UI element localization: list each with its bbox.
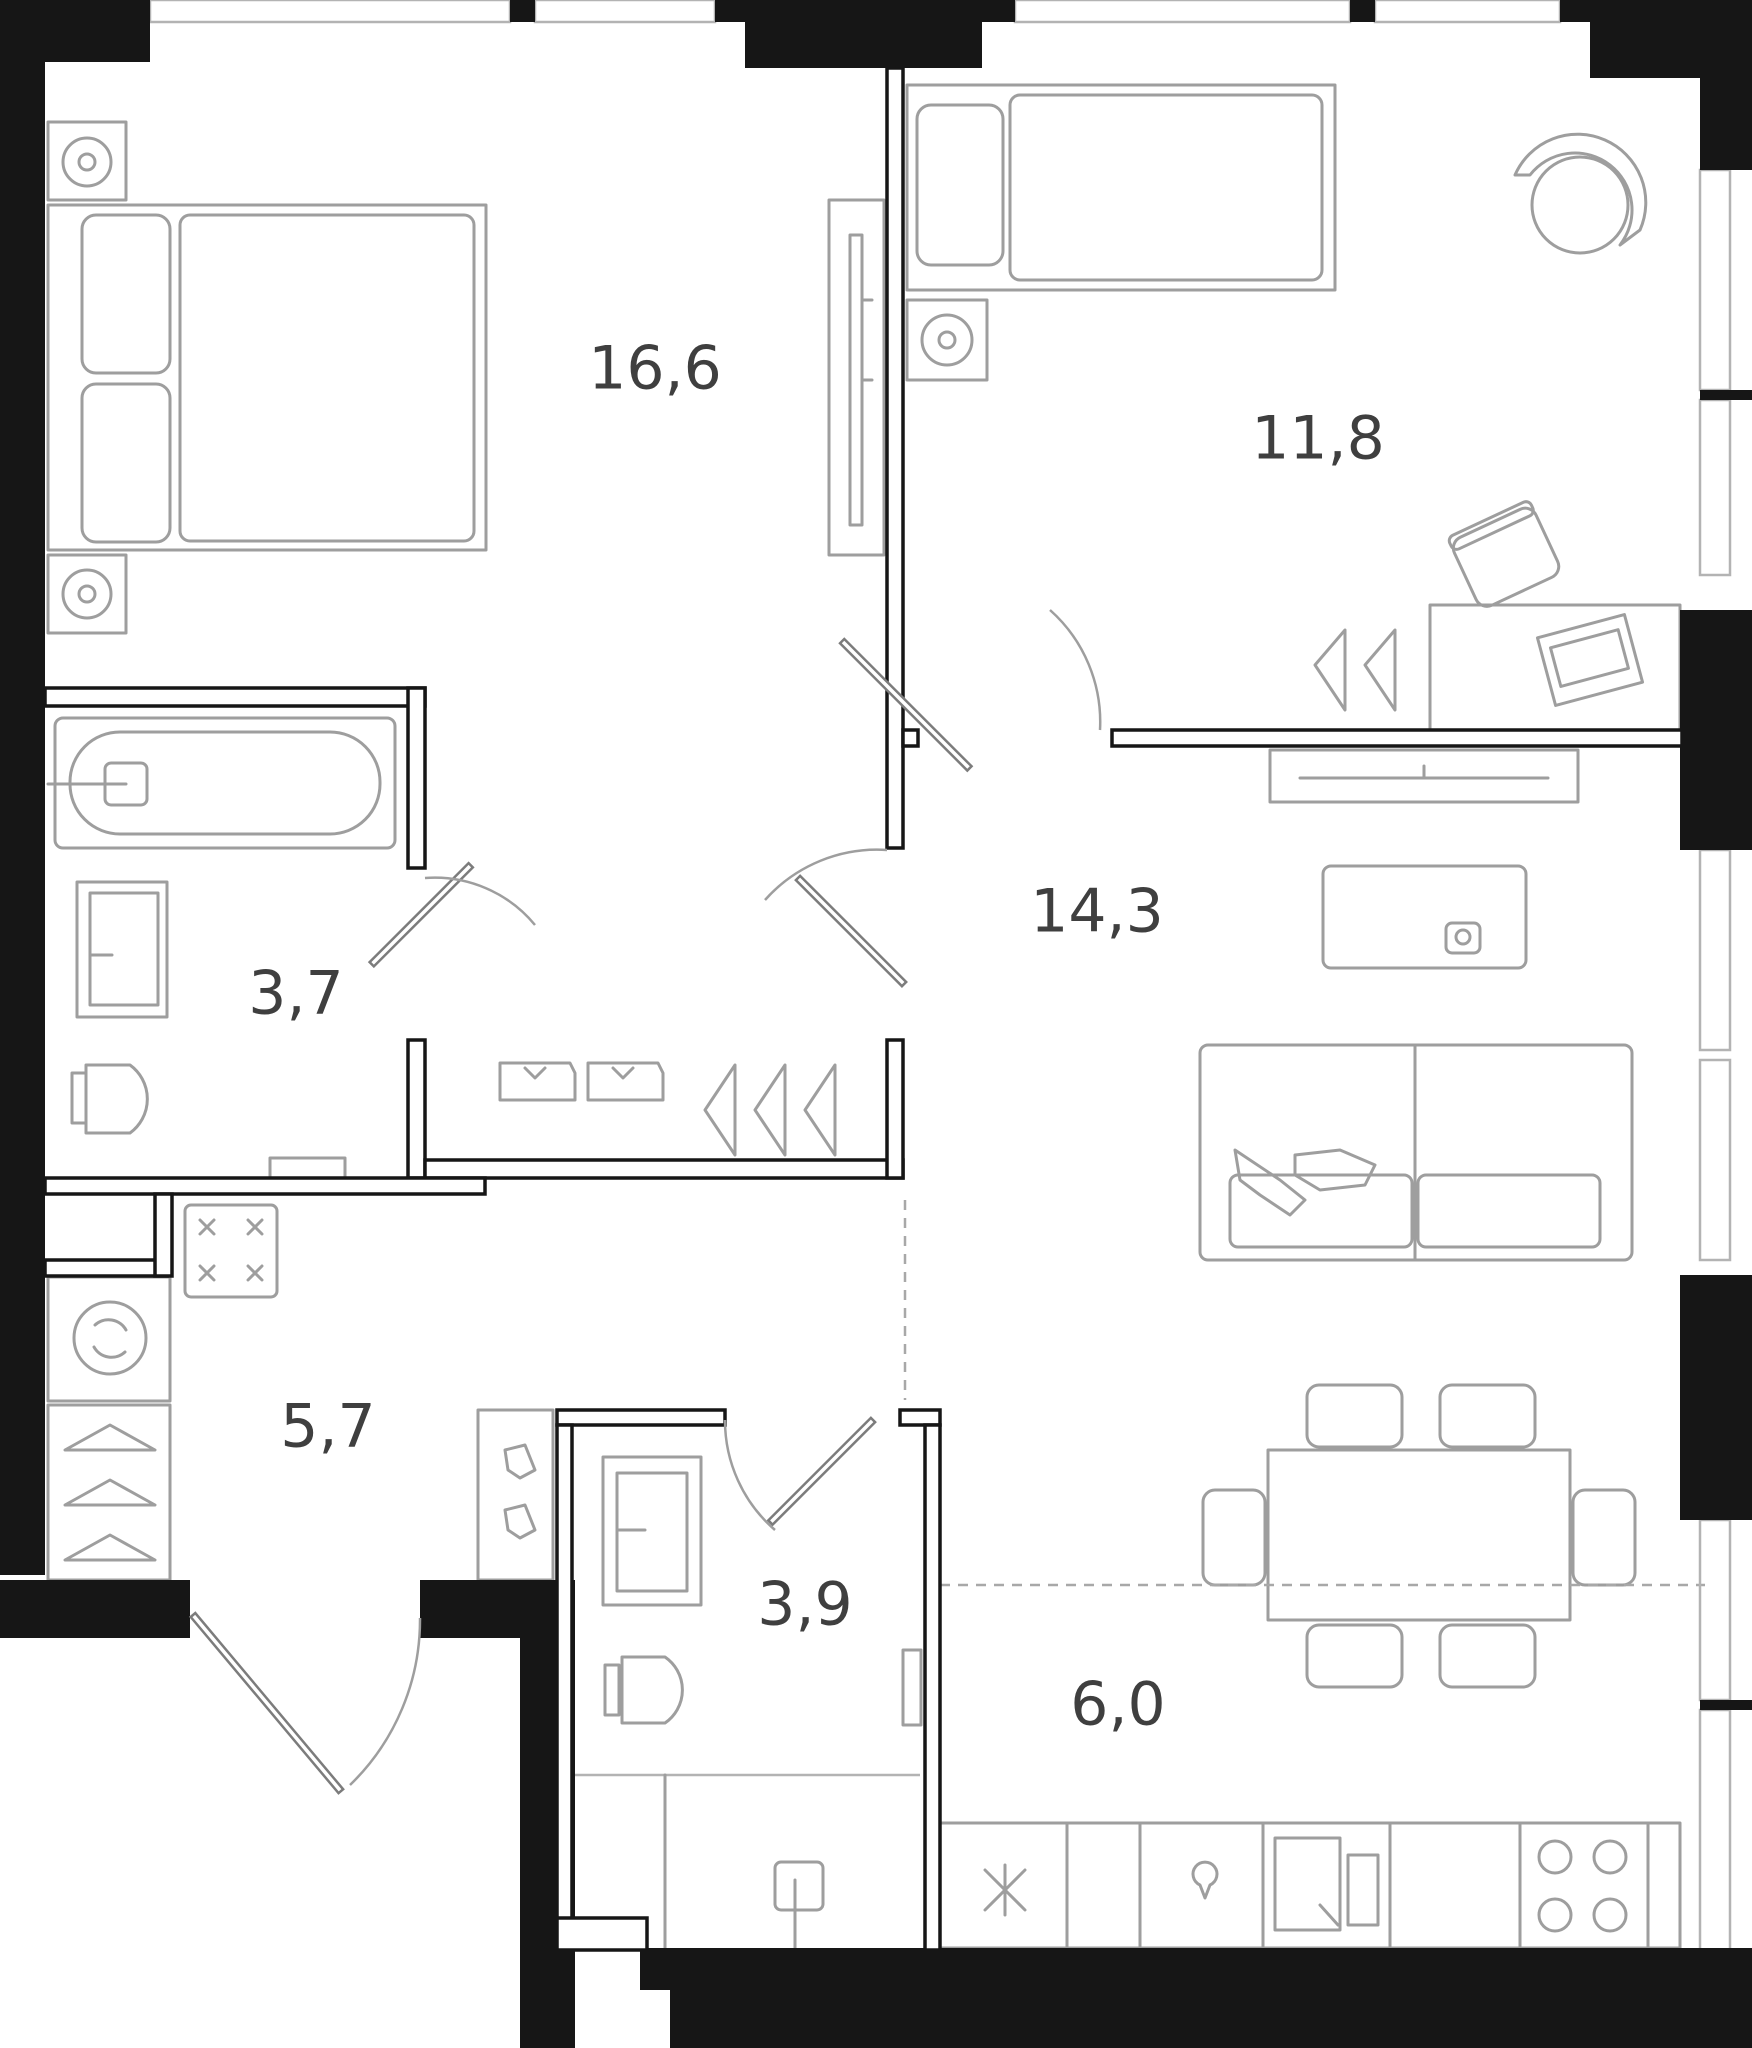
hangers-icon bbox=[1313, 628, 1397, 712]
washbasin-icon bbox=[75, 880, 169, 1019]
sofa-icon bbox=[1198, 1043, 1634, 1262]
toilet-icon bbox=[603, 1655, 684, 1725]
washbasin-icon bbox=[601, 1455, 703, 1607]
door-bedroom-main[interactable] bbox=[764, 848, 908, 988]
shoe-rack-icon bbox=[476, 1408, 555, 1582]
sink-icon bbox=[1273, 1836, 1380, 1932]
double-bed-icon bbox=[46, 203, 488, 552]
desk-icon bbox=[1428, 603, 1682, 732]
toilet-icon bbox=[70, 1063, 149, 1135]
room-area-bedroom-second: 11,8 bbox=[1251, 404, 1385, 474]
room-area-bathroom: 3,7 bbox=[248, 959, 343, 1029]
door-bedroom-second[interactable] bbox=[838, 609, 1102, 773]
room-area-wc-laundry: 3,9 bbox=[757, 1570, 852, 1640]
interior-wall bbox=[43, 66, 1684, 1952]
laundry-cabinet-icon bbox=[575, 1773, 920, 1950]
nightstand-icon bbox=[905, 298, 989, 382]
faucet-icon bbox=[1191, 1860, 1219, 1900]
tv-wall-unit-icon bbox=[827, 198, 886, 557]
stove-icon bbox=[1537, 1839, 1628, 1933]
room-area-bedroom-main: 16,6 bbox=[588, 334, 722, 404]
tv-stand-icon bbox=[1268, 748, 1580, 804]
ottoman-icon bbox=[1321, 864, 1528, 970]
nightstand-icon bbox=[46, 120, 128, 202]
dining-table-icon bbox=[1201, 1383, 1637, 1689]
nightstand-icon bbox=[46, 553, 128, 635]
room-area-hallway: 5,7 bbox=[280, 1392, 375, 1462]
room-area-living-room: 14,3 bbox=[1030, 877, 1164, 947]
bathtub-icon bbox=[46, 716, 397, 850]
door-wc[interactable] bbox=[723, 1416, 877, 1531]
single-bed-icon bbox=[905, 83, 1337, 292]
radiator-icon bbox=[901, 1648, 923, 1727]
wardrobe-icon bbox=[498, 1061, 837, 1157]
armchair-icon bbox=[1513, 132, 1648, 255]
office-chair-icon bbox=[1447, 500, 1561, 608]
room-area-kitchen: 6,0 bbox=[1070, 1670, 1165, 1740]
door-bathroom[interactable] bbox=[367, 861, 536, 969]
hob-icon bbox=[183, 1203, 279, 1299]
door-entrance[interactable] bbox=[188, 1611, 422, 1795]
washing-machine-icon bbox=[46, 1275, 172, 1403]
coat-rack-icon bbox=[46, 1403, 172, 1582]
